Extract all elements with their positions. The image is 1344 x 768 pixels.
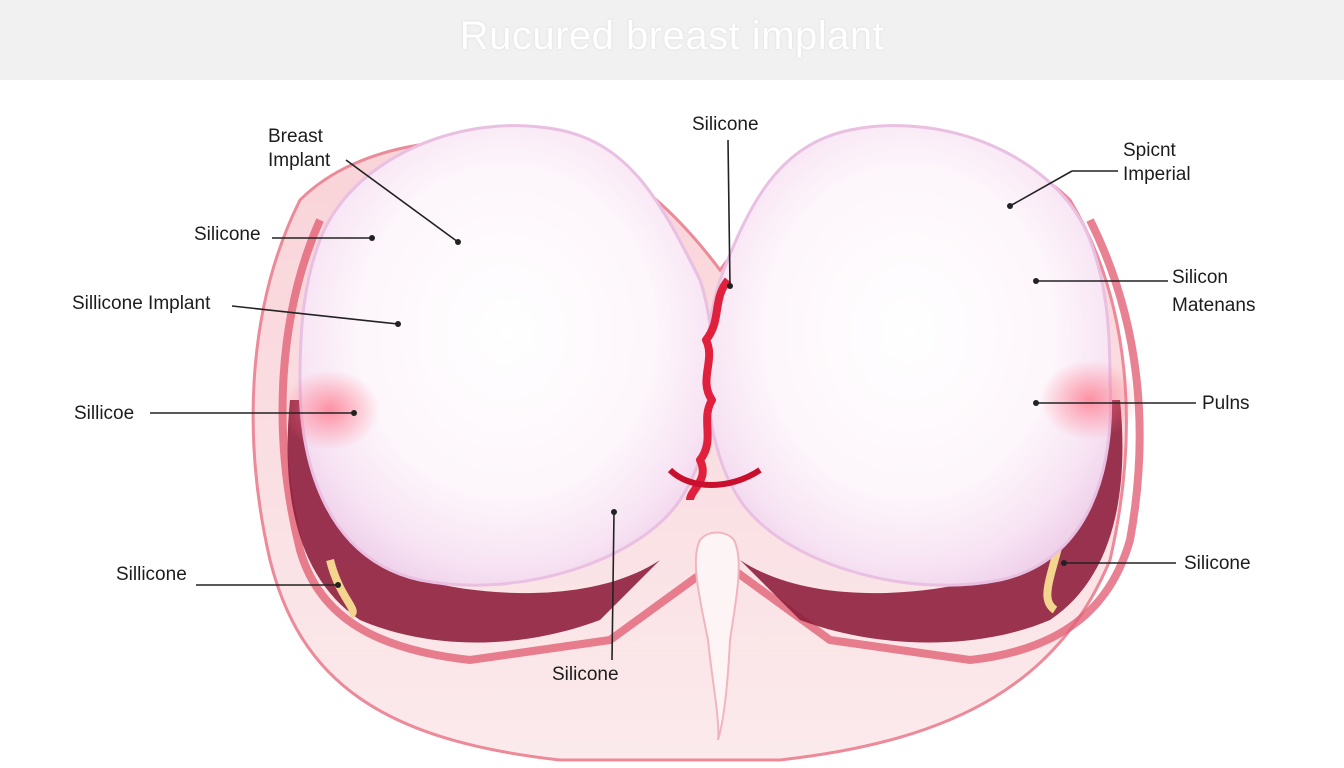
muscle-layer-left [287,400,660,643]
implant-diagram [150,124,1196,762]
label-breast-implant: Breast Implant [268,125,330,173]
leader-lines [150,139,1196,661]
label-breast-implant-line2: Implant [268,150,331,171]
label-silicone-left-upper: Silicone [194,224,261,245]
label-silicon-line1: Silicon [1172,267,1228,288]
label-silicone-top-center: Silicone [692,114,759,135]
rupture-line [686,277,732,501]
label-silicone-right-lower: Silicone [1184,553,1251,574]
diagram-title: Rucured breast implant [459,14,885,58]
label-silicon-matenans: Silicon Matenans [1172,266,1255,318]
label-breast-implant-line1: Breast [268,126,323,147]
fat-layer-left [326,558,357,619]
inflammation-left [280,370,380,450]
label-silicon-line2: Matenans [1172,295,1256,316]
label-pulns: Pulns [1202,393,1250,414]
left-implant [298,124,715,587]
muscle-layer-right [740,400,1123,643]
title-bar: Rucured breast implant [0,0,1344,80]
label-sillicone-left-lower: Sillicone [116,564,187,585]
right-implant [705,124,1113,587]
label-silicone-bottom-center: Silicone [552,664,619,685]
label-sillicoe: Sillicoe [74,403,135,424]
inflammation-right [1040,360,1140,440]
label-spicnt-line1: Spicnt [1123,140,1176,161]
leader-dots [335,203,1067,588]
label-sillicone-implant: Sillicone Implant [72,293,211,314]
central-structure [694,531,740,741]
rupture-spread [667,467,762,488]
label-spicnt-imperial: Spicnt Imperial [1123,139,1191,187]
label-spicnt-line2: Imperial [1123,164,1191,185]
